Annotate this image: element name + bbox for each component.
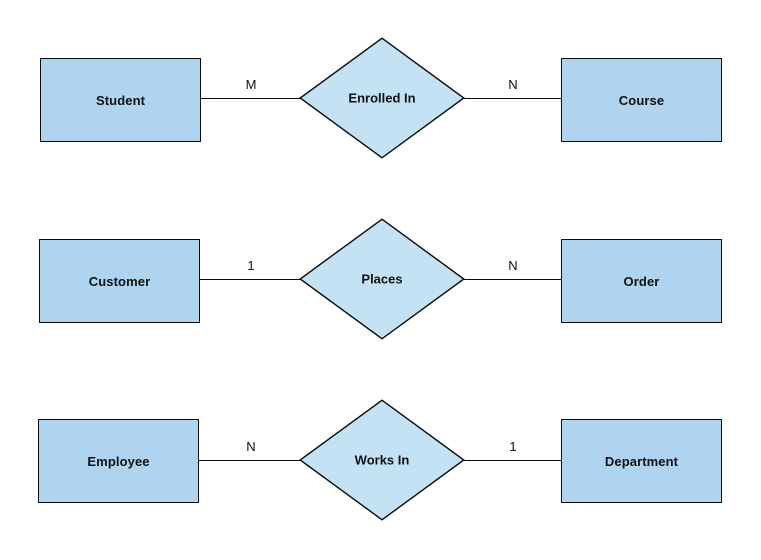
entity-order[interactable]: Order <box>561 239 722 323</box>
cardinality-left: N <box>246 439 256 454</box>
entity-label: Course <box>618 92 665 108</box>
entity-department[interactable]: Department <box>561 419 722 503</box>
connector-right <box>464 279 562 280</box>
er-relationship-row: Student Enrolled In Course M N <box>0 0 761 160</box>
connector-left <box>199 279 301 280</box>
relationship-label: Places <box>361 271 403 287</box>
entity-student[interactable]: Student <box>40 58 201 142</box>
connector-left <box>199 460 301 461</box>
relationship-label: Works In <box>354 452 410 468</box>
connector-right <box>464 460 562 461</box>
er-relationship-row: Employee Works In Department N 1 <box>0 360 761 521</box>
entity-employee[interactable]: Employee <box>38 419 199 503</box>
entity-course[interactable]: Course <box>561 58 722 142</box>
cardinality-right: N <box>508 77 518 92</box>
relationship-enrolled-in[interactable]: Enrolled In <box>299 37 465 159</box>
cardinality-right: 1 <box>509 439 517 454</box>
entity-label: Employee <box>87 453 150 469</box>
entity-label: Customer <box>88 273 151 289</box>
cardinality-right: N <box>508 258 518 273</box>
entity-customer[interactable]: Customer <box>39 239 200 323</box>
relationship-label: Enrolled In <box>348 90 416 106</box>
er-relationship-row: Customer Places Order 1 N <box>0 180 761 340</box>
entity-label: Department <box>604 453 679 469</box>
relationship-works-in[interactable]: Works In <box>299 399 465 521</box>
connector-right <box>464 98 562 99</box>
entity-label: Student <box>95 92 146 108</box>
relationship-places[interactable]: Places <box>299 218 465 340</box>
connector-left <box>200 98 301 99</box>
entity-label: Order <box>623 273 660 289</box>
cardinality-left: 1 <box>247 258 255 273</box>
cardinality-left: M <box>245 77 257 92</box>
